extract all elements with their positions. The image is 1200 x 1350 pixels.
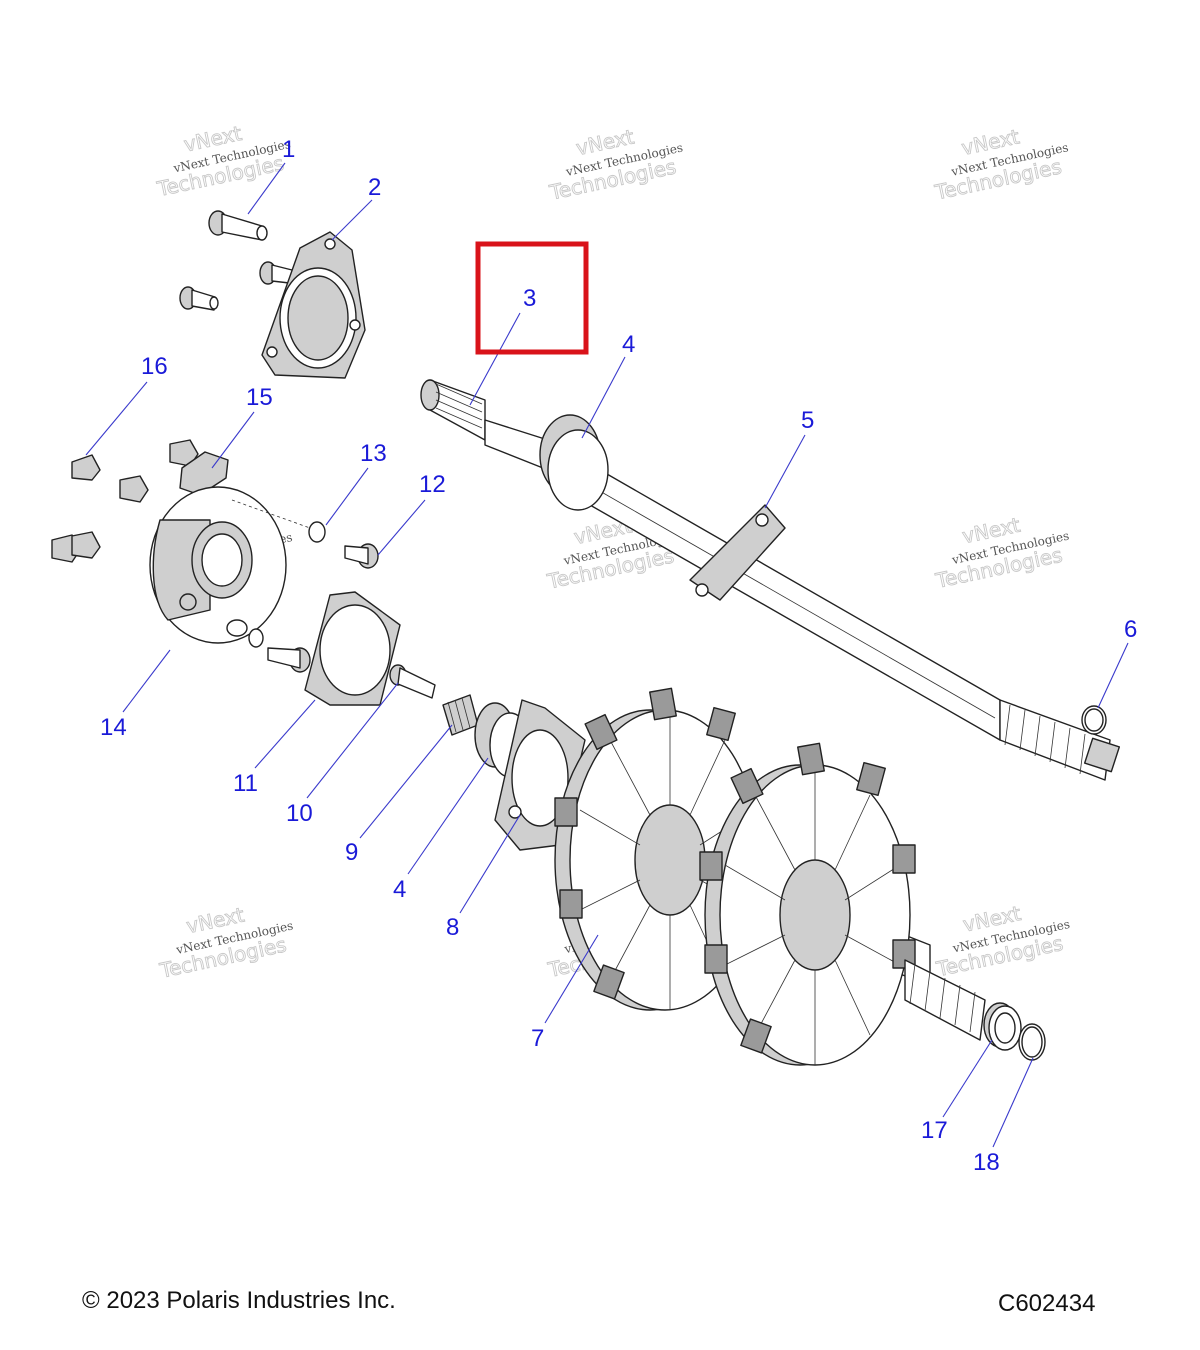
retaining-ring-part-6 — [1081, 705, 1107, 735]
callout-labels: 1 2 3 4 5 6 16 15 13 12 14 11 10 9 4 8 7… — [100, 136, 1137, 1176]
callout-9[interactable]: 9 — [345, 839, 358, 866]
leader-lines — [85, 162, 1129, 1148]
callout-4-lower[interactable]: 4 — [393, 876, 406, 903]
retaining-ring-part-18 — [1018, 1023, 1046, 1061]
sprocket-assembly-part-7 — [554, 687, 986, 1066]
callout-14[interactable]: 14 — [100, 714, 127, 741]
callout-4-upper[interactable]: 4 — [622, 331, 635, 358]
callout-2[interactable]: 2 — [368, 174, 381, 201]
bolt-part-12 — [248, 543, 379, 673]
callout-12[interactable]: 12 — [419, 471, 446, 498]
bolt-part-10 — [389, 664, 436, 699]
callout-15[interactable]: 15 — [246, 384, 273, 411]
callout-17[interactable]: 17 — [921, 1117, 948, 1144]
callout-11[interactable]: 11 — [233, 770, 258, 797]
flange-part-5 — [689, 504, 786, 601]
copyright-notice: © 2023 Polaris Industries Inc. — [82, 1287, 396, 1314]
hub-part-14 — [149, 486, 287, 644]
callout-10[interactable]: 10 — [286, 800, 313, 827]
diagram-code: C602434 — [998, 1290, 1096, 1317]
drive-shaft-part-3 — [420, 379, 1121, 781]
highlight-box — [475, 241, 589, 355]
bearing-flange-part-8 — [494, 699, 586, 851]
callout-8[interactable]: 8 — [446, 914, 459, 941]
callout-3[interactable]: 3 — [523, 285, 536, 312]
callout-1[interactable]: 1 — [282, 136, 295, 163]
bearing-part-17 — [983, 1002, 1022, 1051]
callout-5[interactable]: 5 — [801, 407, 814, 434]
nuts-part-16 — [51, 439, 199, 563]
washer-part-13 — [231, 499, 326, 543]
collar-part-4 — [539, 414, 609, 511]
callout-6[interactable]: 6 — [1124, 616, 1137, 643]
callout-16[interactable]: 16 — [141, 353, 168, 380]
bolt-part-1 — [179, 210, 301, 311]
callout-18[interactable]: 18 — [973, 1149, 1000, 1176]
flange-plate-part-2 — [261, 231, 366, 379]
gasket-part-11 — [304, 591, 401, 706]
callout-13[interactable]: 13 — [360, 440, 387, 467]
callout-7[interactable]: 7 — [531, 1025, 544, 1052]
